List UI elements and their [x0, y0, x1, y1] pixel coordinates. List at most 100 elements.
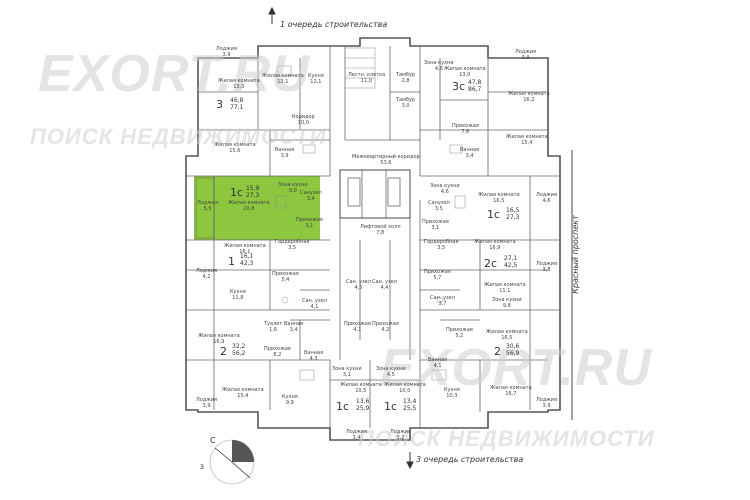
room-label: Жилая комната 12,1	[262, 73, 304, 85]
room-label: Гардеробная 3,5	[424, 239, 459, 251]
room-label: Лоджия 3,9	[536, 397, 558, 409]
room-label: Тамбур 2,8	[396, 72, 416, 84]
apartment-type: 1с	[230, 186, 244, 199]
compass-west: З	[200, 464, 204, 471]
room-label: Туалет 1,6	[264, 321, 283, 333]
room-label: Жилая комната 16,2	[508, 91, 550, 103]
room-label: Ванная 3,9	[275, 147, 295, 159]
room-label: Ванная 3,4	[284, 321, 304, 333]
room-label: Кухня 12,1	[308, 73, 324, 85]
room-label: Жилая комната 16,7	[490, 385, 532, 397]
room-label: Прихожая 7,6	[452, 123, 479, 135]
room-label: Жилая комната 15,4	[506, 134, 548, 146]
highlighted-apartment[interactable]	[194, 176, 320, 240]
room-label: Сан. узел 4,1	[302, 298, 327, 310]
compass-north: С	[210, 436, 216, 445]
apartment-total-area: 42,5	[504, 262, 518, 269]
room-label: Прихожая 3,1	[296, 217, 323, 229]
room-label: Жилая комната 15,6	[214, 142, 256, 154]
room-label: Лоджия 3,9	[196, 397, 218, 409]
room-label: Лоджия 3,2	[390, 429, 412, 441]
apartment-type: 2с	[484, 257, 498, 270]
top-direction-label: 1 очередь строительства	[280, 20, 388, 29]
apartment-living-area: 16,1	[240, 253, 254, 260]
room-label: Жилая комната 16,5	[478, 192, 520, 204]
room-label: Межквартирный коридор 53,6	[352, 154, 420, 166]
room-label: Прихожая 5,2	[446, 327, 473, 339]
bottom-direction-label: 3 очередь строительства	[416, 455, 524, 464]
room-label: Лоджия 4,6	[536, 192, 558, 204]
room-label: Лоджия 3,4	[346, 429, 368, 441]
apartment-living-area: 46,8	[230, 97, 244, 104]
watermark-tagline-bottom: ПОИСК НЕДВИЖИМОСТИ	[358, 426, 655, 451]
apartment-type: 1с	[384, 400, 398, 413]
room-label: Прихожая 5,7	[424, 269, 451, 281]
room-label: Жилая комната 10,0	[384, 382, 426, 394]
room-label: Лифтовой холл 7,8	[360, 224, 401, 236]
room-label: Тамбур 3,0	[396, 97, 416, 109]
building-outline	[185, 37, 561, 441]
watermark-brand-top: EXORT.RU	[38, 45, 310, 103]
room-label: Санузел 3,4	[300, 190, 322, 202]
apartment-total-area: 86,7	[468, 86, 482, 93]
room-label: Лоджия 4,2	[196, 268, 218, 280]
room-label: Зона кухни 4,6	[424, 60, 454, 72]
apartment-living-area: 30,6	[506, 343, 520, 350]
apartment-living-area: 13,6	[356, 398, 370, 405]
room-label: Жилая комната 16,1	[224, 243, 266, 255]
apartment-living-area: 27,1	[504, 255, 518, 262]
room-label: Зона кухни 4,6	[430, 183, 460, 195]
room-label: Лестн. клетка 11,0	[348, 72, 386, 84]
apartment-living-area: 13,4	[403, 398, 417, 405]
apartment-type: 2	[494, 345, 501, 358]
room-label: Жилая комната 10,5	[340, 382, 382, 394]
apartment-living-area: 47,8	[468, 79, 482, 86]
room-label: Зона кухни 9,8	[492, 297, 522, 309]
apartment-total-area: 27,3	[506, 214, 520, 221]
room-label: Ванная 4,3	[304, 350, 324, 362]
room-label: Жилая комната 13,0	[444, 66, 486, 78]
room-label: Гардеробная 3,5	[275, 239, 310, 251]
direction-arrows	[268, 6, 414, 470]
room-label: Сан. узел 4,5	[346, 279, 371, 291]
apartment-total-area: 27,3	[246, 192, 260, 199]
apartment-total-area: 56,9	[506, 350, 520, 357]
room-label: Лоджия 3,8	[536, 261, 558, 273]
interior-walls	[186, 46, 560, 428]
fixtures	[275, 47, 466, 381]
room-label: Кухня 10,3	[444, 387, 460, 399]
apartment-type: 1с	[487, 208, 501, 221]
room-label: Ванная 3,4	[460, 147, 480, 159]
apartment-living-area: 16,5	[506, 207, 520, 214]
apartment-type: 1	[228, 255, 235, 268]
room-label: Прихожая 5,4	[272, 271, 299, 283]
room-label: Жилая комната 16,5	[486, 329, 528, 341]
apartment-type: 3с	[452, 80, 466, 93]
apartment-type: 3	[216, 98, 223, 111]
room-label: Ванная 4,1	[428, 357, 448, 369]
room-label: Зона кухни 4,5	[376, 366, 406, 378]
room-label: Прихожая 3,1	[422, 219, 449, 231]
room-label: Коридор 10,0	[292, 114, 315, 126]
room-label: Зона кухни 3,1	[332, 366, 362, 378]
room-label: Зона кухни 9,0	[278, 182, 308, 194]
room-label: Лоджия 3,9	[216, 46, 238, 58]
room-label: Жилая комната 11,1	[484, 282, 526, 294]
apartment-total-area: 56,2	[232, 350, 246, 357]
room-label: Лоджия 3,9	[515, 49, 537, 61]
street-label: Красный проспект	[570, 215, 580, 294]
room-label: Жилая комната 13,0	[218, 78, 260, 90]
apartment-living-area: 32,2	[232, 343, 246, 350]
room-label: Жилая комната 20,8	[228, 200, 270, 212]
apartment-type: 2	[220, 345, 227, 358]
apartment-total-area: 77,1	[230, 104, 244, 111]
room-label: Жилая комната 15,4	[222, 387, 264, 399]
apartment-living-area: 15,9	[246, 185, 260, 192]
room-label: Жилая комната 16,9	[198, 333, 240, 345]
room-label: Санузел 3,5	[428, 200, 450, 212]
room-label: Прихожая 4,2	[372, 321, 399, 333]
compass	[209, 439, 255, 485]
room-label: Прихожая 4,1	[344, 321, 371, 333]
room-label: Лоджия 5,5	[197, 200, 219, 212]
